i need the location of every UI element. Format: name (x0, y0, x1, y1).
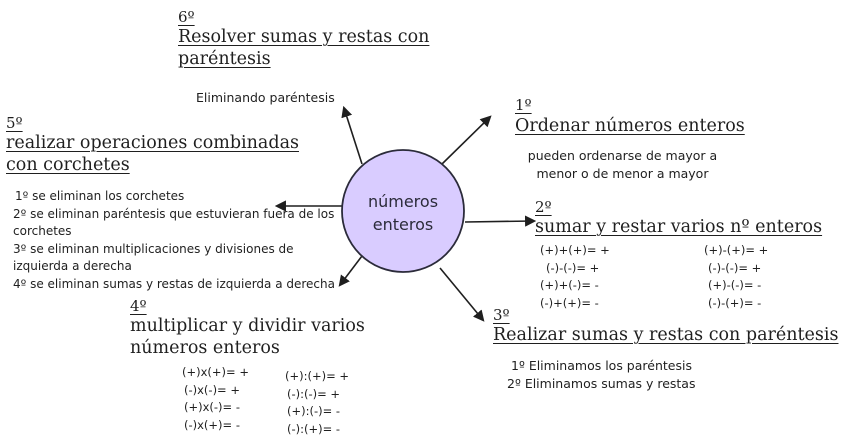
node-1: 1º Ordenar números enteros (515, 96, 745, 137)
arrow-to-3 (439, 267, 485, 322)
rule-line: (+)x(+)= + (182, 365, 249, 379)
note-line: izquierda a derecha (13, 259, 132, 273)
arrow-to-6 (341, 105, 363, 165)
node-4-rules-col2: (+):(+)= + (-):(-)= + (+):(-)= - (-):(+)… (285, 368, 349, 438)
note-line: 3º se eliminan multiplicaciones y divisi… (13, 241, 294, 256)
rule-line: (+)x(-)= - (184, 400, 240, 414)
rule-line: (+)+(-)= - (540, 278, 599, 292)
note-line: 2º se eliminan paréntesis que estuvieran… (13, 206, 335, 221)
node-6-title-line1: Resolver sumas y restas con (178, 27, 430, 47)
node-6-notes: Eliminando paréntesis (196, 89, 335, 107)
rule-line: (+)-(+)= + (704, 243, 769, 257)
note-line: pueden ordenarse de mayor a (527, 148, 718, 163)
rule-line: (-)-(-)= + (546, 260, 600, 275)
rule-line: (-):(+)= - (287, 421, 341, 436)
rule-line: (+):(+)= + (285, 369, 350, 383)
node-1-number: 1º (515, 96, 532, 114)
note-line: 4º se eliminan sumas y restas de izquier… (13, 276, 335, 291)
arrow-to-4 (338, 251, 366, 287)
center-node (341, 149, 465, 273)
arrow-to-1 (441, 115, 492, 165)
center-label-line2: enteros (373, 215, 433, 234)
node-4: 4º multiplicar y dividir varios números … (130, 297, 365, 359)
node-1-title: Ordenar números enteros (515, 116, 745, 136)
rule-line: (-):(-)= + (287, 386, 341, 401)
node-3: 3º Realizar sumas y restas con paréntesi… (493, 306, 838, 346)
node-5-title-line1: realizar operaciones combinadas (6, 133, 299, 153)
node-4-number: 4º (130, 297, 147, 315)
rule-line: (+):(-)= - (287, 404, 341, 418)
rule-line: (+)-(-)= - (708, 278, 762, 292)
node-2-rules-col1: (+)+(+)= + (-)-(-)= + (+)+(-)= - (-)+(+)… (540, 242, 610, 312)
node-4-title-line2: números enteros (130, 338, 280, 358)
node-5: 5º realizar operaciones combinadas con c… (6, 114, 299, 176)
node-3-number: 3º (493, 306, 510, 324)
node-6-title-line2: paréntesis (178, 49, 271, 69)
note-line: Eliminando paréntesis (196, 90, 335, 105)
node-6: 6º Resolver sumas y restas con paréntesi… (178, 8, 429, 70)
node-3-notes: 1º Eliminamos los paréntesis 2º Eliminam… (507, 357, 695, 392)
node-4-title-line1: multiplicar y dividir varios (130, 316, 365, 336)
rule-line: (-)-(-)= + (708, 260, 762, 275)
rule-line: (-)x(+)= - (184, 417, 240, 432)
rule-line: (-)x(-)= + (184, 382, 240, 397)
rule-line: (+)+(+)= + (540, 243, 610, 257)
node-2-number: 2º (535, 198, 552, 216)
node-3-title: Realizar sumas y restas con paréntesis (493, 325, 839, 345)
node-2-rules-col2: (+)-(+)= + (-)-(-)= + (+)-(-)= - (-)-(+)… (704, 242, 768, 312)
node-5-title-line2: con corchetes (6, 155, 130, 175)
note-line: corchetes (13, 224, 72, 238)
node-5-notes: 1º se eliminan los corchetes 2º se elimi… (13, 188, 335, 293)
node-1-notes: pueden ordenarse de mayor a menor o de m… (510, 147, 735, 182)
note-line: 1º se eliminan los corchetes (15, 189, 185, 203)
node-2-title: sumar y restar varios nº enteros (535, 217, 823, 237)
rule-line: (-)-(+)= - (708, 295, 762, 310)
node-5-number: 5º (6, 114, 23, 132)
note-line: menor o de menor a mayor (536, 165, 709, 181)
arrow-to-2 (464, 215, 537, 227)
node-4-rules-col1: (+)x(+)= + (-)x(-)= + (+)x(-)= - (-)x(+)… (182, 364, 249, 434)
center-label-line1: números (368, 192, 438, 211)
node-6-number: 6º (178, 8, 195, 26)
note-line: 1º Eliminamos los paréntesis (511, 358, 692, 373)
node-2: 2º sumar y restar varios nº enteros (535, 198, 822, 238)
note-line: 2º Eliminamos sumas y restas (507, 375, 696, 391)
rule-line: (-)+(+)= - (540, 295, 599, 310)
